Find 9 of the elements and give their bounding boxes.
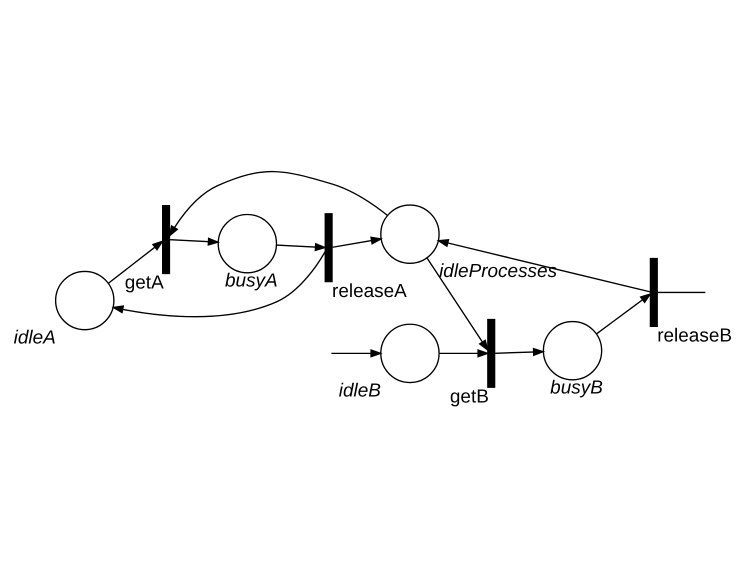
node-label: idleB [338,380,381,402]
node-label: releaseA [332,280,407,302]
node-label: idleProcesses [439,261,558,282]
node-label: idleA [14,327,56,348]
node-label: getA [124,272,164,294]
node-label: busyB [550,378,603,399]
node-label: releaseB [657,325,732,346]
node-label: busyA [224,270,278,292]
node-label: getB [450,386,489,408]
